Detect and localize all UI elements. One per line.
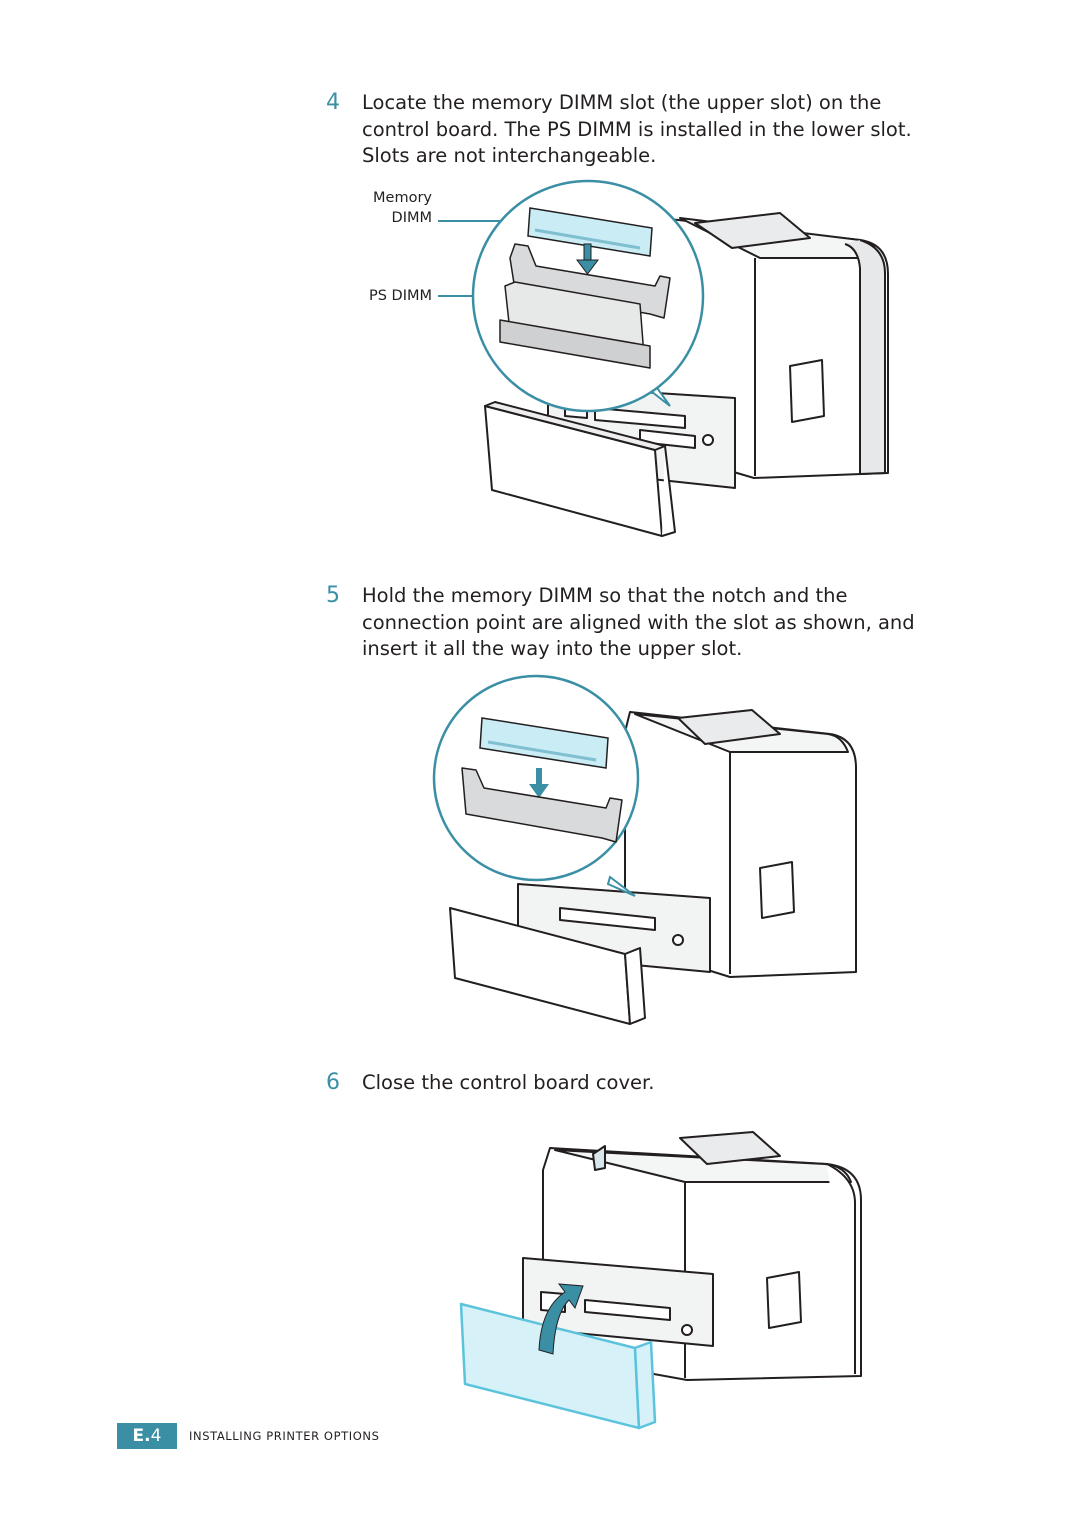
- page-number-badge: E.4: [117, 1423, 177, 1449]
- control-board-cover: [484, 401, 676, 537]
- page-number: 4: [150, 1426, 162, 1446]
- step-6: 6 Close the control board cover.: [326, 1070, 966, 1100]
- control-board: [522, 1257, 714, 1347]
- step-line: insert it all the way into the upper slo…: [362, 637, 743, 660]
- memory-dimm: [527, 207, 653, 257]
- printer-body: [651, 212, 889, 479]
- step-line: Slots are not interchangeable.: [362, 144, 657, 167]
- section-title: Installing Printer Options: [189, 1429, 380, 1443]
- step-text: Hold the memory DIMM so that the notch a…: [362, 583, 962, 663]
- page-prefix: E.: [132, 1426, 151, 1446]
- close-arrow-icon: [538, 1283, 584, 1355]
- insert-arrow-icon: [576, 243, 599, 275]
- figure-close-cover: [455, 1108, 875, 1438]
- control-board-cover: [459, 1302, 657, 1430]
- upper-slot: [509, 243, 671, 319]
- step-number: 5: [326, 583, 340, 608]
- insert-arrow-icon: [529, 768, 549, 798]
- figure-insert-dimm: [430, 672, 870, 1027]
- page-footer: E.4 Installing Printer Options: [117, 1423, 379, 1449]
- dimm-illustration: [438, 179, 889, 537]
- memory-label-line1: Memory: [373, 190, 432, 206]
- memory-dimm: [479, 717, 609, 769]
- step-line: Hold the memory DIMM so that the notch a…: [362, 584, 848, 607]
- step-number: 6: [326, 1070, 340, 1095]
- step-number: 4: [326, 90, 340, 115]
- step-text: Locate the memory DIMM slot (the upper s…: [362, 90, 962, 170]
- ps-dimm: [499, 281, 651, 369]
- step-line: connection point are aligned with the sl…: [362, 610, 915, 634]
- ps-dimm-label: PS DIMM: [368, 288, 432, 304]
- step-4: 4 Locate the memory DIMM slot (the upper…: [326, 90, 966, 170]
- close-cover-illustration: [459, 1131, 862, 1430]
- figure-dimm-slots: Memory DIMM PS DIMM: [340, 178, 900, 548]
- memory-dimm-label: Memory DIMM: [340, 188, 432, 228]
- step-line: Close the control board cover.: [362, 1071, 655, 1094]
- insert-dimm-illustration: [432, 674, 857, 1025]
- step-5: 5 Hold the memory DIMM so that the notch…: [326, 583, 966, 663]
- step-text: Close the control board cover.: [362, 1070, 962, 1097]
- memory-label-line2: DIMM: [391, 210, 432, 226]
- upper-slot: [461, 767, 623, 843]
- control-board-cover: [449, 907, 646, 1025]
- step-line: control board. The PS DIMM is installed …: [362, 117, 912, 141]
- step-line: Locate the memory DIMM slot (the upper s…: [362, 91, 882, 114]
